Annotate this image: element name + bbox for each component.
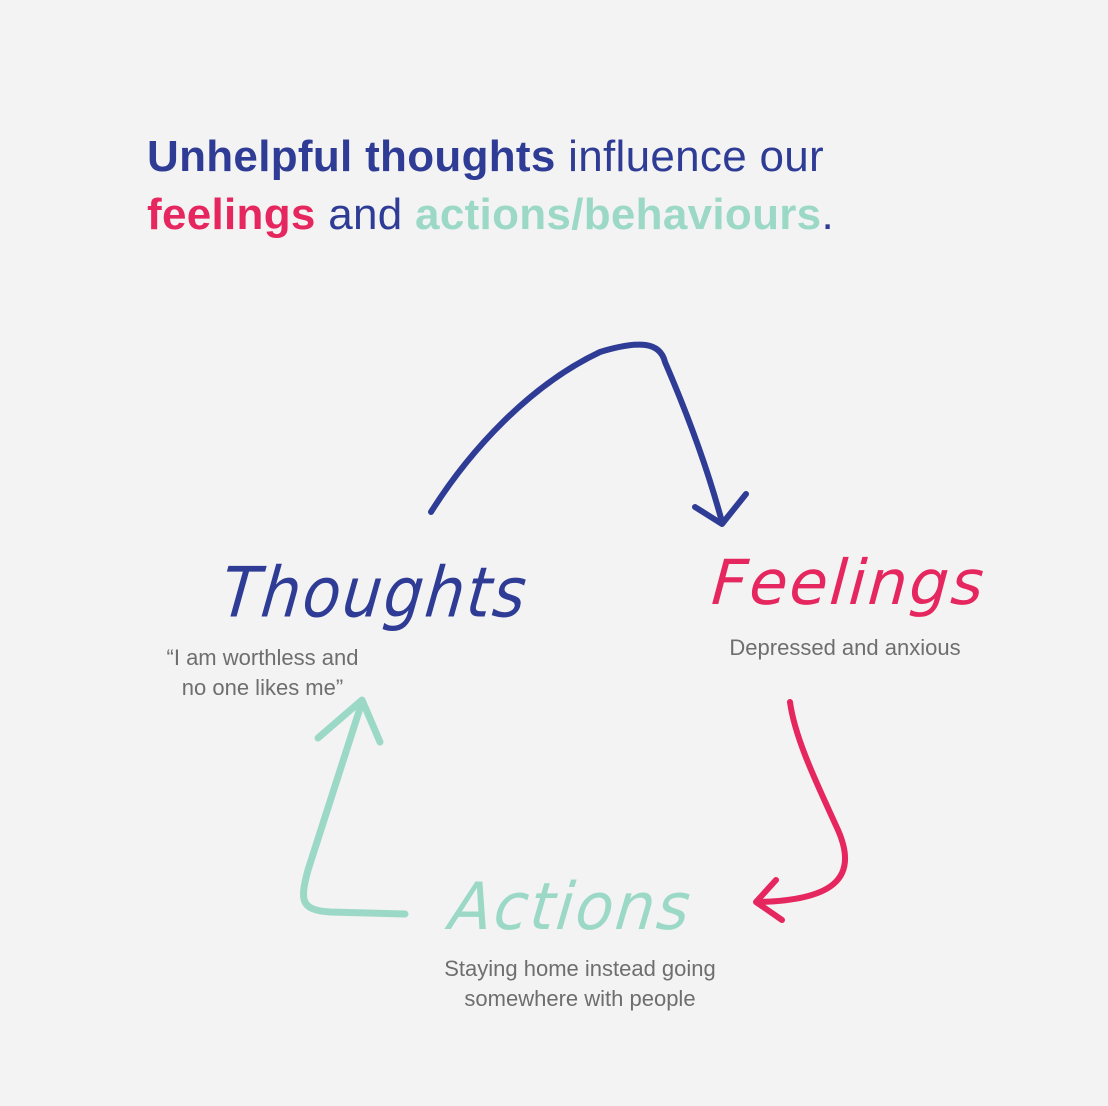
actions-caption-line-2: somewhere with people <box>464 986 696 1011</box>
node-thoughts-label: Thoughts <box>217 551 533 634</box>
node-feelings-label: Feelings <box>709 546 988 619</box>
node-thoughts-caption: “I am worthless and no one likes me” <box>140 643 385 703</box>
arrowhead-thoughts <box>314 696 384 746</box>
arrow-actions-to-thoughts <box>299 698 409 918</box>
node-actions-label: Actions <box>446 868 696 945</box>
headline-period: . <box>821 190 834 239</box>
headline-unhelpful-thoughts: Unhelpful thoughts <box>147 132 556 181</box>
headline-and-text: and <box>315 190 416 239</box>
arrowhead-feelings <box>692 491 749 527</box>
node-actions-caption: Staying home instead going somewhere wit… <box>400 954 760 1014</box>
headline-line-1: Unhelpful thoughts influence our <box>147 128 1047 186</box>
thoughts-caption-line-2: no one likes me” <box>181 675 344 700</box>
arrow-thoughts-to-feelings <box>428 341 725 525</box>
headline-feelings: feelings <box>147 190 316 239</box>
thoughts-caption-line-1: “I am worthless and <box>166 645 359 670</box>
arrowhead-actions <box>753 877 785 923</box>
arrow-feelings-to-actions <box>757 699 849 905</box>
actions-caption-line-1: Staying home instead going <box>444 956 716 981</box>
feelings-caption-line-1: Depressed and anxious <box>729 635 961 660</box>
headline-actions-behaviours: actions/behaviours <box>415 190 822 239</box>
headline: Unhelpful thoughts influence our feeling… <box>147 128 1047 244</box>
headline-influence-text: influence our <box>555 132 825 181</box>
headline-line-2: feelings and actions/behaviours. <box>147 186 1047 244</box>
node-feelings-caption: Depressed and anxious <box>705 633 985 663</box>
